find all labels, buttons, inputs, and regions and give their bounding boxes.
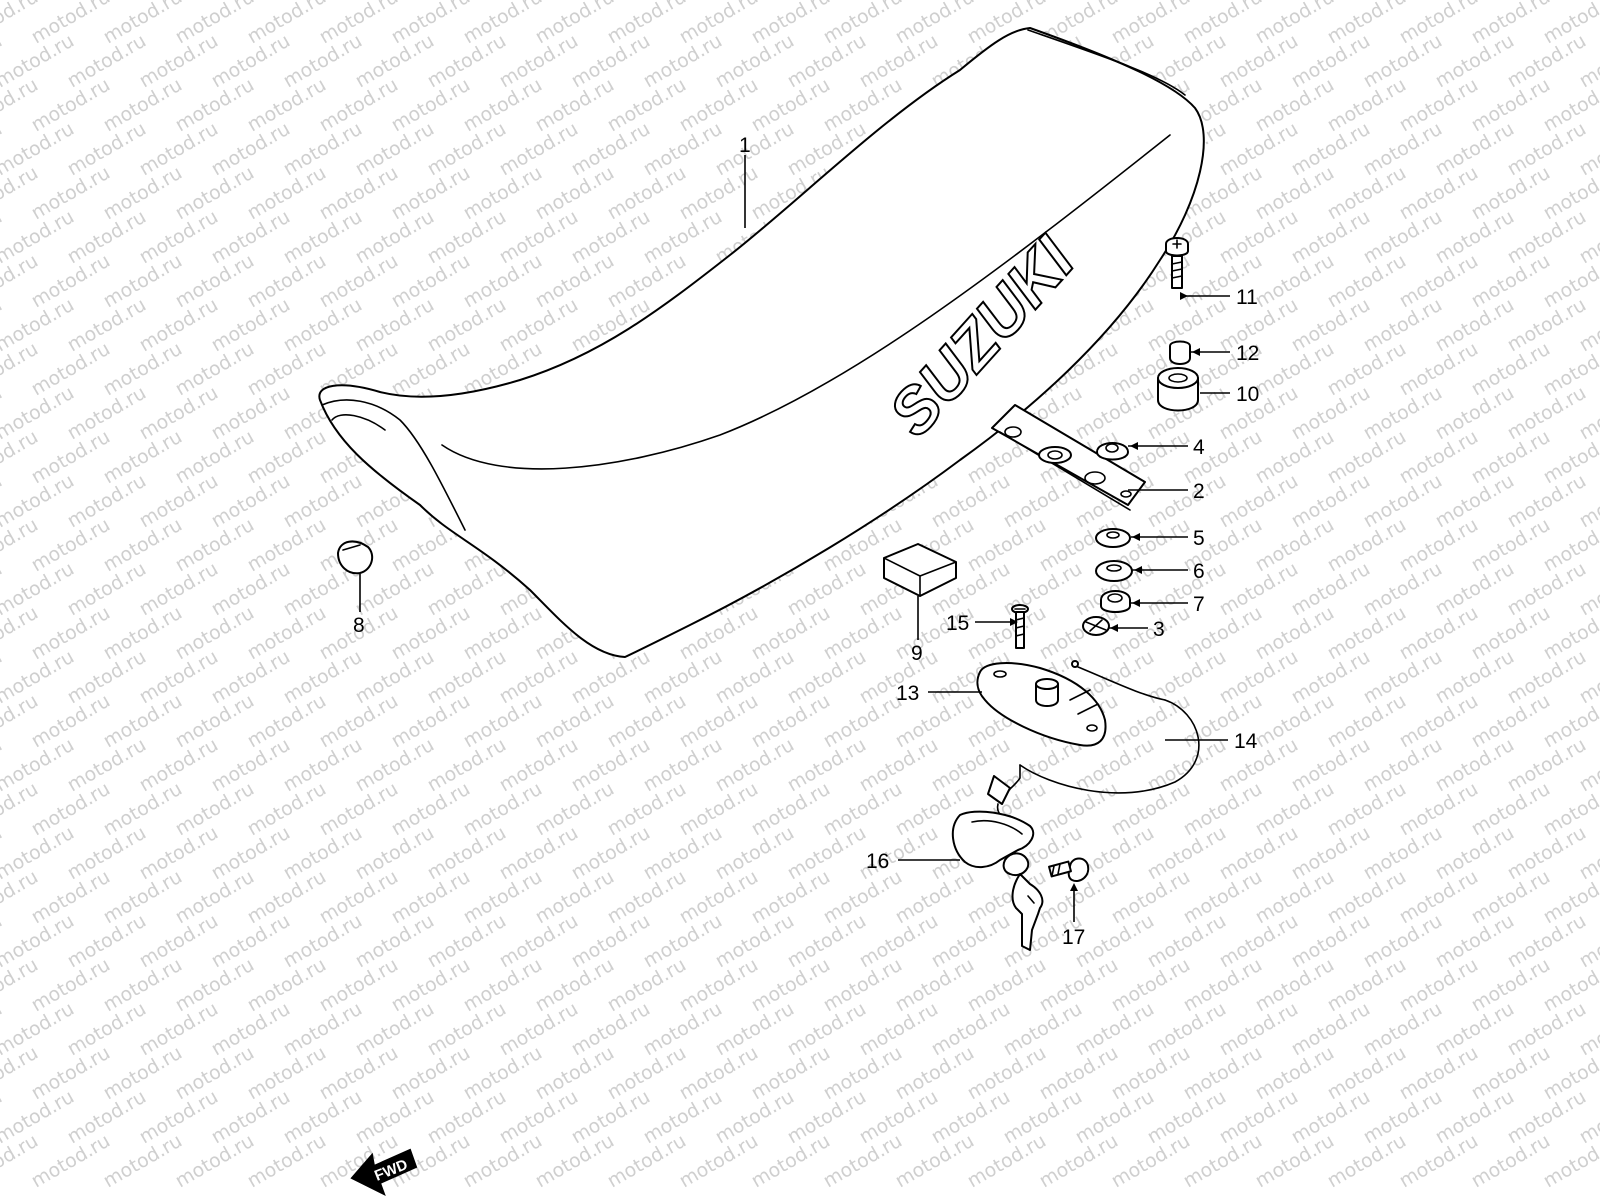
callout-16: 16: [866, 850, 889, 873]
callout-3: 3: [1153, 618, 1165, 641]
watermark-text: motod.ru: [1576, 0, 1600, 4]
washer-part: [1095, 528, 1131, 548]
callout-labels: 1 2 3 4 5 6 7 8 9 10 11 12 13 14 15 16 1…: [353, 134, 1259, 949]
callout-8: 8: [353, 614, 365, 637]
cap-part: [1169, 340, 1191, 365]
cushion-part: [337, 540, 374, 575]
leader-arrowheads: [1010, 292, 1200, 891]
callout-13: 13: [896, 682, 919, 705]
callout-1: 1: [739, 134, 751, 157]
callout-2: 2: [1193, 480, 1205, 503]
grommet-part: [1096, 442, 1129, 461]
callout-5: 5: [1193, 527, 1205, 550]
callout-15: 15: [946, 612, 969, 635]
lock-bolt-part: [1048, 857, 1090, 882]
callout-12: 12: [1236, 342, 1259, 365]
forward-direction-arrow: FWD: [350, 1148, 418, 1197]
callout-17: 17: [1062, 926, 1085, 949]
callout-7: 7: [1193, 593, 1205, 616]
pad-part: [883, 543, 957, 597]
seat-bracket-part: [991, 404, 1146, 511]
screw-part: [1011, 604, 1029, 649]
callout-9: 9: [911, 642, 923, 665]
bolt-part: [1165, 237, 1189, 289]
flange-nut-part: [1100, 590, 1131, 613]
collar-part: [1157, 367, 1199, 412]
callout-6: 6: [1193, 560, 1205, 583]
callout-11: 11: [1236, 286, 1258, 309]
lock-plate-part: [976, 662, 1107, 747]
callout-10: 10: [1236, 383, 1259, 406]
seat-lock-part: [951, 810, 1044, 951]
nut-part: [1082, 616, 1110, 636]
spacer-part: [1095, 560, 1133, 582]
callout-14: 14: [1234, 730, 1258, 753]
callout-4: 4: [1193, 436, 1205, 459]
cable-part: [987, 660, 1200, 818]
